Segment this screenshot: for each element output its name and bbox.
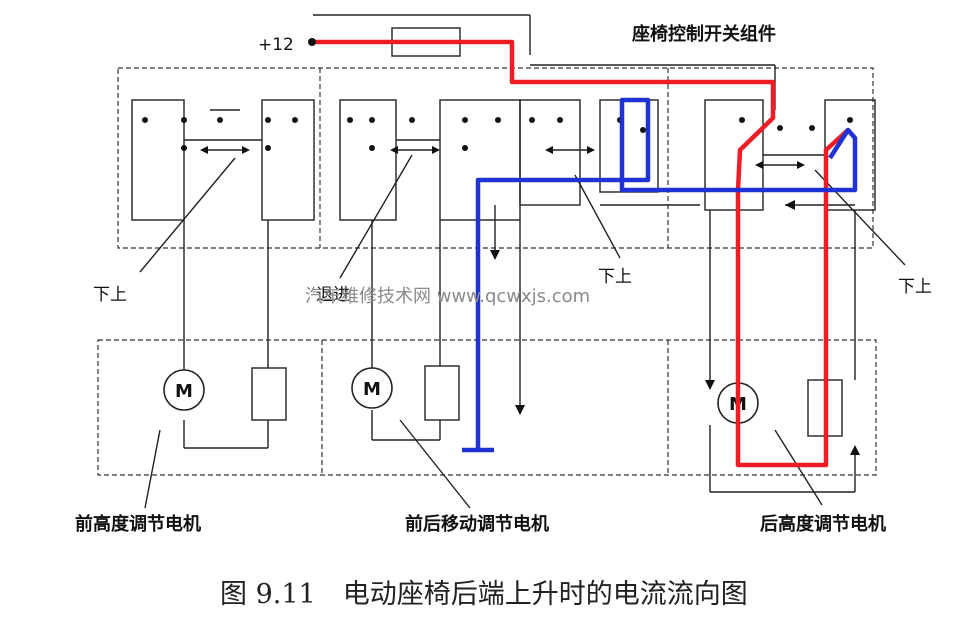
switch-label-rear-height: 下上 xyxy=(898,277,932,297)
figure-caption: 图 9.11 电动座椅后端上升时的电流流向图 xyxy=(220,579,748,610)
motor-assembly-box xyxy=(97,339,877,476)
switch-label-middle: 下上 xyxy=(598,267,632,287)
diagram-title: 座椅控制开关组件 xyxy=(632,23,776,45)
motor-front-height: M xyxy=(163,367,287,421)
switch-label-front-height: 下上 xyxy=(93,285,127,305)
switch-rear-height xyxy=(704,99,876,211)
switch-label-fore-aft: 退进 xyxy=(316,285,350,305)
switch-front-height xyxy=(131,99,315,221)
supply-label: +12 xyxy=(258,35,294,55)
motor-wiring xyxy=(183,200,860,493)
label-pointers xyxy=(139,154,906,509)
motor-label-rear-height: 后高度调节电机 xyxy=(760,513,886,535)
watermark: 汽车维修技术网 www.qcwxjs.com xyxy=(305,286,590,307)
motor-label-front-height: 前高度调节电机 xyxy=(75,513,201,535)
current-path-positive xyxy=(310,39,850,468)
switch-middle xyxy=(519,99,659,206)
supply-terminal xyxy=(308,38,316,46)
motor-fore-aft: M xyxy=(351,365,460,421)
motor-symbol: M xyxy=(175,381,193,402)
motor-symbol: M xyxy=(363,379,381,400)
current-path-return xyxy=(475,97,858,450)
motor-label-fore-aft: 前后移动调节电机 xyxy=(405,513,549,535)
switch-fore-aft xyxy=(339,99,521,221)
